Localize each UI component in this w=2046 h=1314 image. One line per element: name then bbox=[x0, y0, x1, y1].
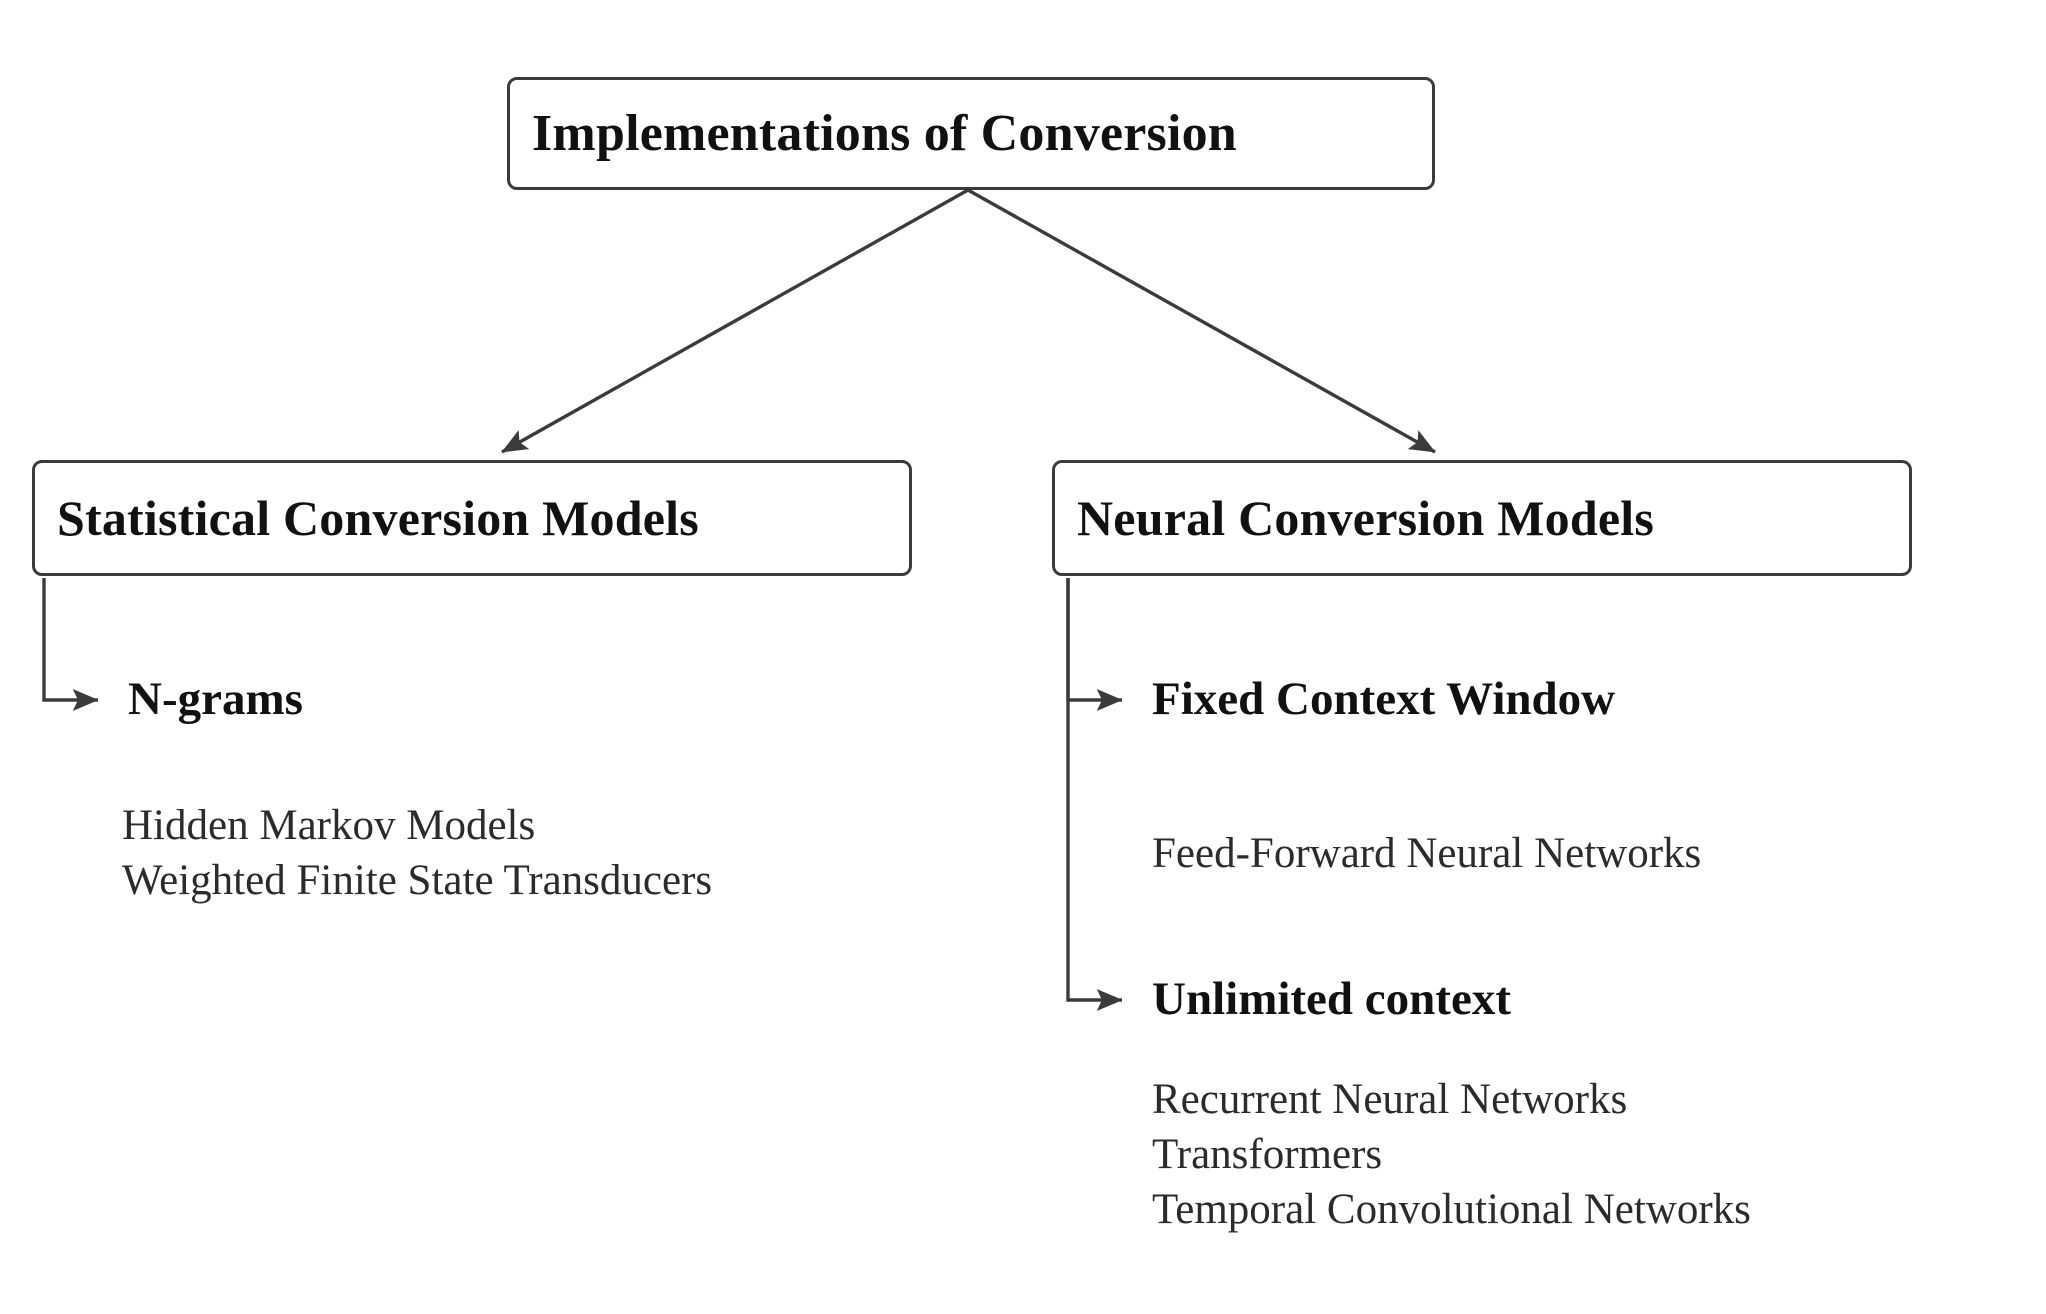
leaf-heading-unlimited-context: Unlimited context bbox=[1152, 973, 1511, 1025]
leaf-list-unlimited-context: Recurrent Neural Networks Transformers T… bbox=[1152, 1072, 1751, 1237]
leaf-list-n-grams: Hidden Markov Models Weighted Finite Sta… bbox=[122, 798, 712, 908]
leaf-list-fixed-context-window: Feed-Forward Neural Networks bbox=[1152, 826, 1701, 881]
node-neural-conversion-models[interactable]: Neural Conversion Models bbox=[1052, 460, 1912, 576]
edge-root-to-neural bbox=[967, 188, 1436, 454]
leaf-heading-n-grams: N-grams bbox=[128, 673, 303, 725]
node-root-label: Implementations of Conversion bbox=[532, 105, 1237, 162]
edge-root-to-statistical bbox=[501, 188, 969, 454]
list-item: Temporal Convolutional Networks bbox=[1152, 1186, 1751, 1234]
leaf-heading-fixed-context-window: Fixed Context Window bbox=[1152, 673, 1616, 725]
node-implementations-of-conversion[interactable]: Implementations of Conversion bbox=[507, 77, 1435, 190]
list-item: Transformers bbox=[1152, 1131, 1383, 1179]
list-item: Feed-Forward Neural Networks bbox=[1152, 830, 1702, 877]
list-item: Weighted Finite State Transducers bbox=[122, 857, 713, 905]
node-neural-label: Neural Conversion Models bbox=[1077, 490, 1654, 546]
node-statistical-label: Statistical Conversion Models bbox=[57, 490, 699, 546]
edge-neural-to-fixed-window bbox=[1066, 578, 1123, 711]
edge-statistical-to-ngrams bbox=[42, 578, 99, 711]
list-item: Recurrent Neural Networks bbox=[1152, 1076, 1628, 1123]
edge-neural-to-unlimited-context bbox=[1066, 578, 1123, 1011]
node-statistical-conversion-models[interactable]: Statistical Conversion Models bbox=[32, 460, 912, 576]
list-item: Hidden Markov Models bbox=[122, 802, 536, 849]
